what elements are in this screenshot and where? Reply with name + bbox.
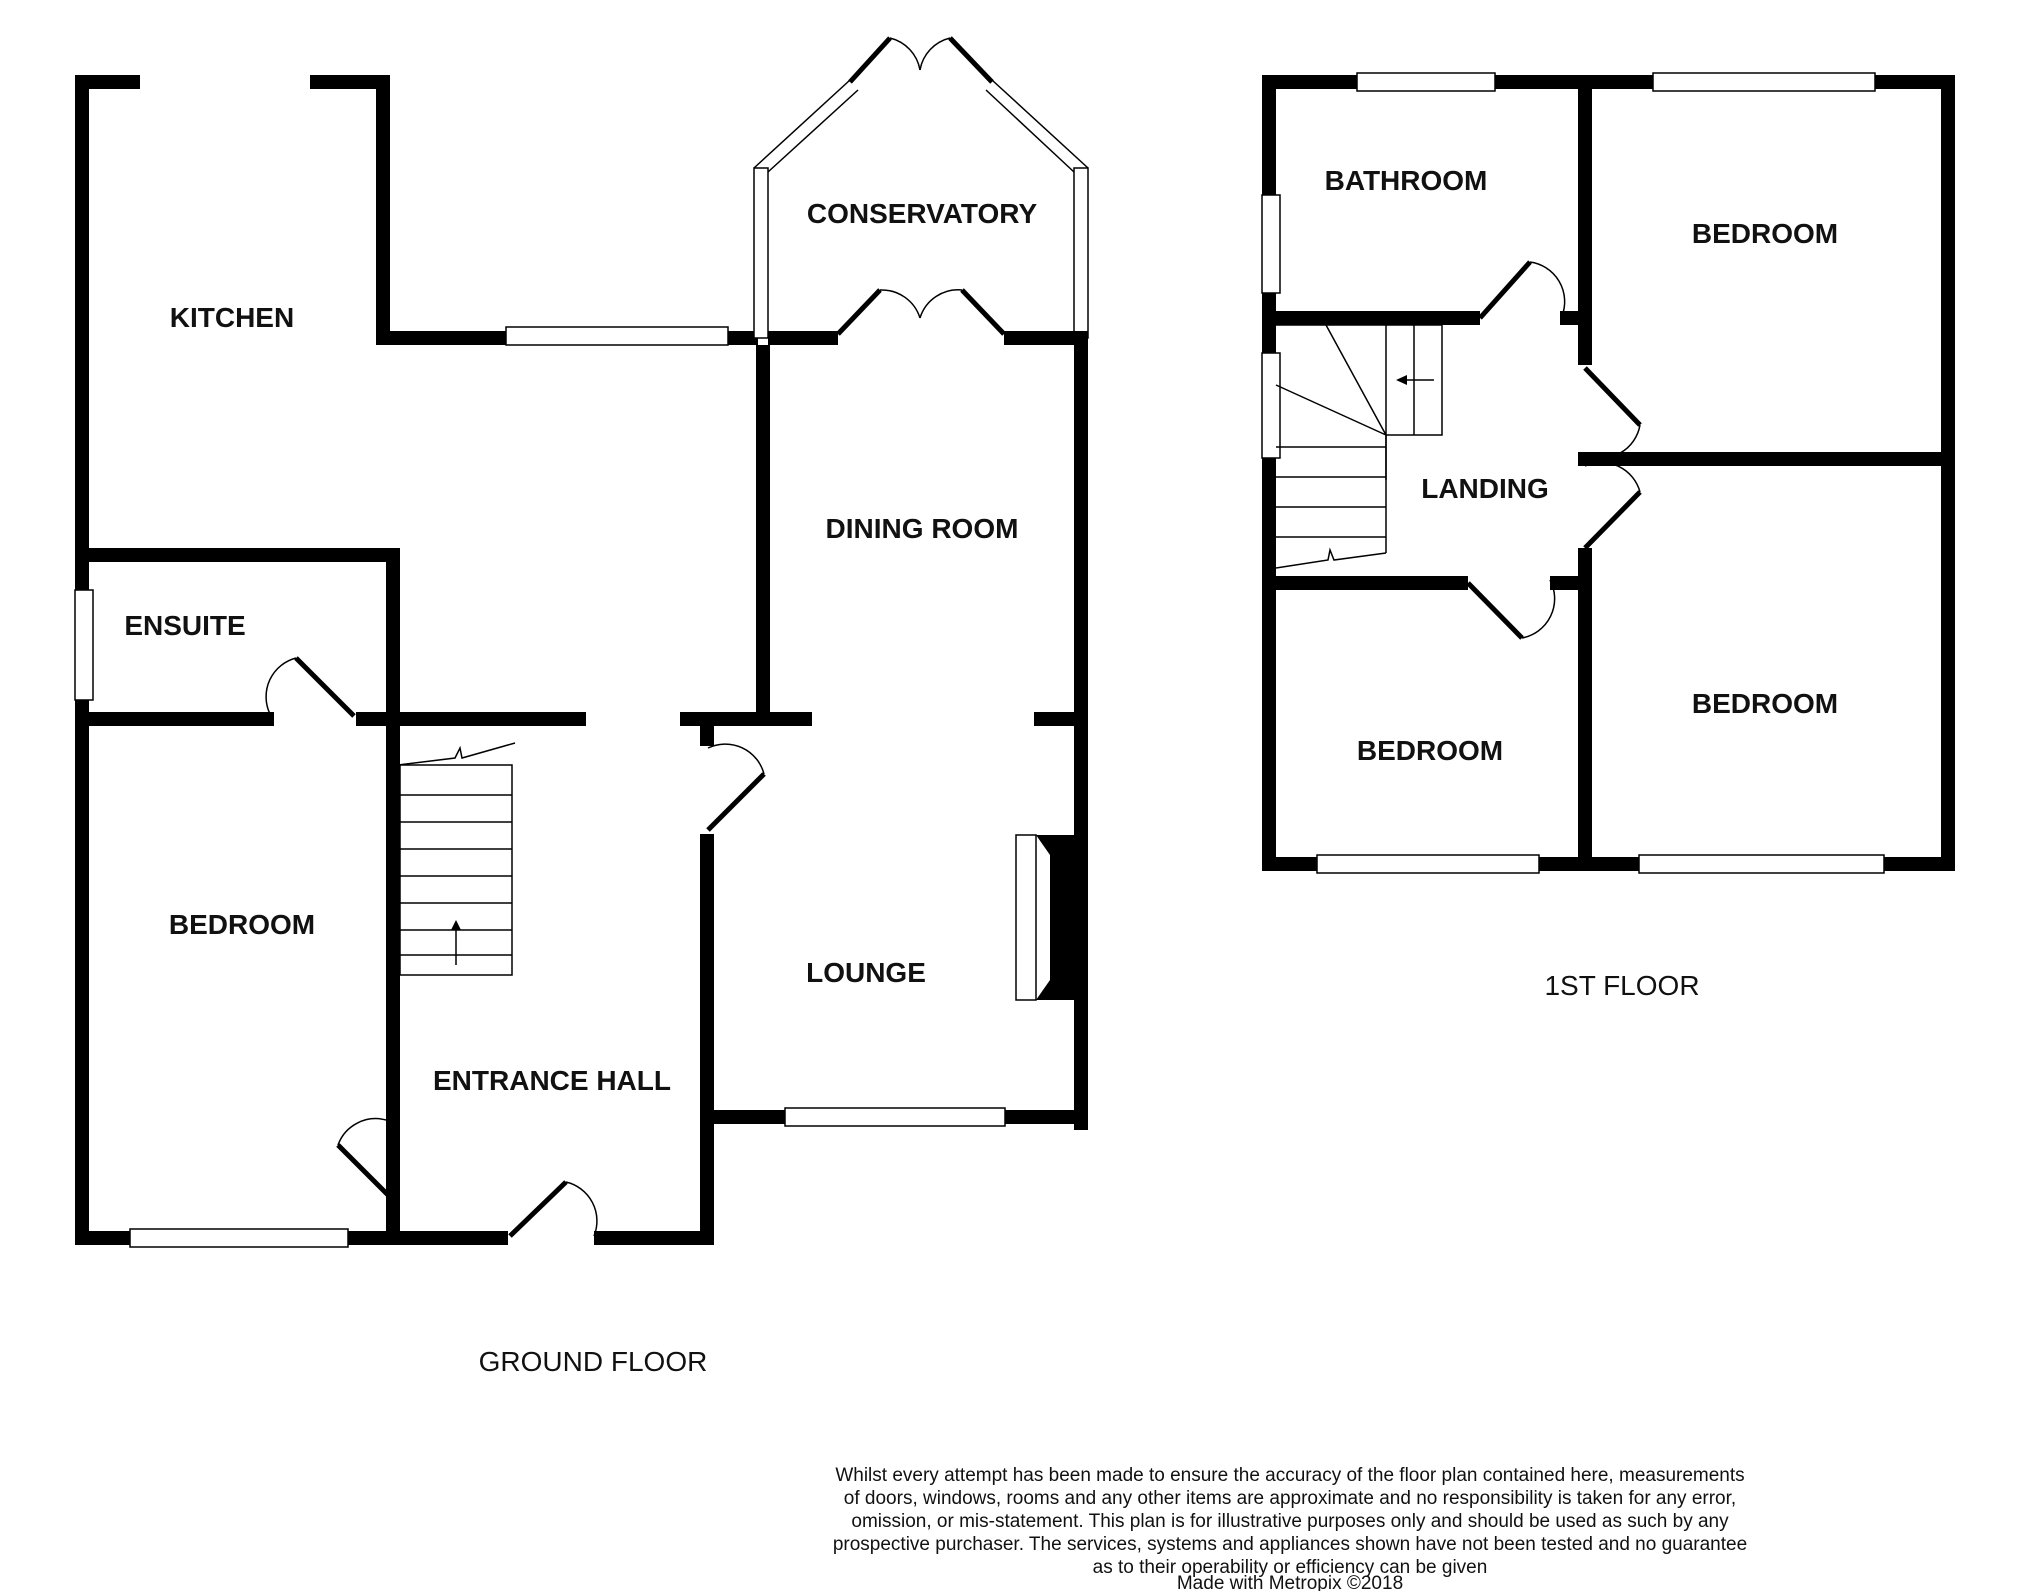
disclaimer-line: Whilst every attempt has been made to en… bbox=[835, 1465, 1744, 1486]
lounge-window bbox=[784, 1107, 1006, 1127]
lounge-door-swing bbox=[707, 743, 765, 775]
stair-up-arrow-icon bbox=[451, 920, 461, 930]
kitchen-window bbox=[505, 326, 729, 346]
bathroom-side-window bbox=[1261, 194, 1281, 294]
conservatory-side-window-left bbox=[753, 167, 769, 339]
ground-floor-plan: KITCHEN CONSERVATORY DINING ROOM ENSUITE… bbox=[74, 36, 1089, 1377]
bedroom-hall-door-swing bbox=[337, 1117, 387, 1146]
conservatory-french-door-swing-right bbox=[919, 37, 951, 71]
front-left-bedroom-label: BEDROOM bbox=[1357, 735, 1503, 766]
ensuite-label: ENSUITE bbox=[124, 610, 245, 641]
bathroom-door-swing bbox=[1529, 261, 1566, 317]
fireplace-hearth bbox=[1015, 834, 1037, 1001]
disclaimer-line: as to their operability or efficiency ca… bbox=[1093, 1557, 1488, 1578]
front-right-bedroom-door-swing bbox=[1584, 461, 1641, 493]
bathroom-window bbox=[1356, 72, 1496, 92]
disclaimer-block: Whilst every attempt has been made to en… bbox=[833, 1465, 1747, 1591]
ground-floor-bedroom-label: BEDROOM bbox=[169, 909, 315, 940]
landing-label: LANDING bbox=[1421, 473, 1549, 504]
conservatory-side-window-right bbox=[1073, 167, 1089, 339]
first-floor-staircase bbox=[1275, 324, 1443, 569]
entrance-hall-label: ENTRANCE HALL bbox=[433, 1065, 671, 1096]
rear-bedroom-window bbox=[1652, 72, 1876, 92]
front-bedroom-right-window bbox=[1638, 854, 1885, 874]
metropix-credit: Made with Metropix ©2018 bbox=[1177, 1573, 1403, 1591]
bedroom-ensuite-door-swing bbox=[265, 657, 297, 715]
ground-floor-staircase bbox=[397, 742, 516, 976]
stair-direction-arrow-icon bbox=[1396, 375, 1407, 385]
front-left-bedroom-door-swing bbox=[1521, 579, 1556, 639]
ensuite-window bbox=[74, 589, 94, 701]
first-floor-title: 1ST FLOOR bbox=[1544, 970, 1699, 1001]
kitchen-label: KITCHEN bbox=[170, 302, 294, 333]
disclaimer-line: omission, or mis-statement. This plan is… bbox=[851, 1511, 1729, 1532]
front-bedroom-left-window bbox=[1316, 854, 1540, 874]
front-right-bedroom-label: BEDROOM bbox=[1692, 688, 1838, 719]
dining-room-label: DINING ROOM bbox=[826, 513, 1019, 544]
landing-side-window bbox=[1261, 352, 1281, 459]
bedroom-window bbox=[129, 1228, 349, 1248]
lounge-label: LOUNGE bbox=[806, 957, 926, 988]
disclaimer-line: prospective purchaser. The services, sys… bbox=[833, 1534, 1747, 1555]
disclaimer-line: of doors, windows, rooms and any other i… bbox=[844, 1488, 1736, 1509]
conservatory-label: CONSERVATORY bbox=[807, 198, 1038, 229]
ground-floor-title: GROUND FLOOR bbox=[479, 1346, 708, 1377]
rear-bedroom-label: BEDROOM bbox=[1692, 218, 1838, 249]
first-floor-plan: BATHROOM BEDROOM LANDING BEDROOM BEDROOM… bbox=[1261, 72, 1955, 1001]
fireplace-chimney-breast bbox=[1036, 835, 1074, 1000]
conservatory-french-door-swing-left bbox=[889, 37, 921, 71]
front-door-swing bbox=[565, 1181, 598, 1237]
bathroom-label: BATHROOM bbox=[1325, 165, 1488, 196]
